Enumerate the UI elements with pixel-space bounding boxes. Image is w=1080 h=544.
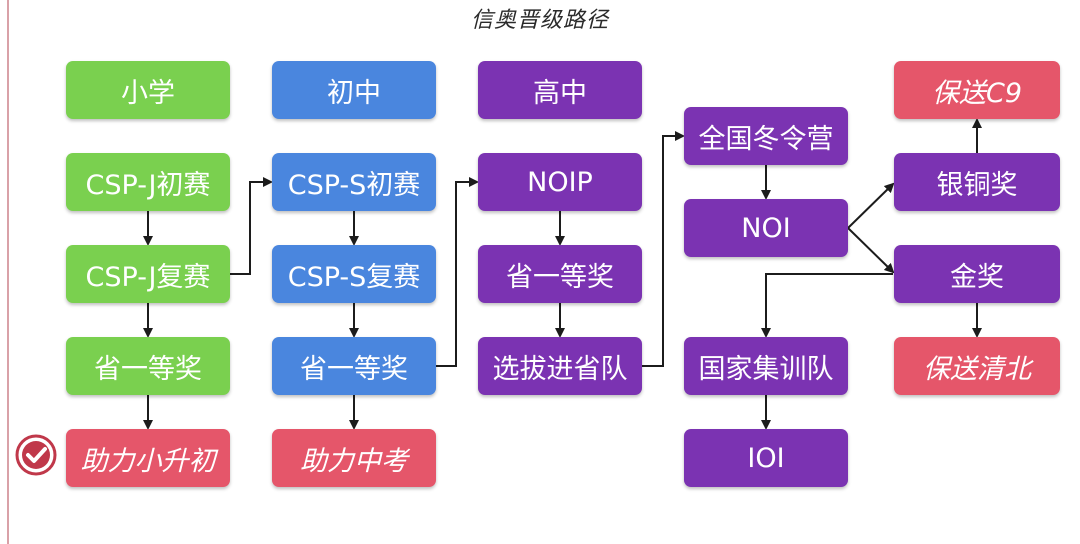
diagram-title: 信奥晋级路径 (470, 8, 609, 33)
primary-step-csp-j-preliminary: CSP-J初赛 (66, 153, 230, 211)
arrow-gold-to-training (761, 273, 893, 338)
arrow-primary-to-junior (230, 177, 273, 275)
outcome-tsinghua-pku: 保送清北 (894, 337, 1060, 395)
national-ioi: IOI (684, 429, 848, 487)
award-gold: 金奖 (894, 245, 1060, 303)
check-icon (15, 434, 57, 476)
arrow-noi-to-silver (847, 182, 895, 229)
national-winter-camp: 全国冬令营 (684, 107, 848, 165)
senior-step-provincial-first: 省一等奖 (478, 245, 642, 303)
senior-step-provincial-team: 选拔进省队 (478, 337, 642, 395)
junior-header: 初中 (272, 61, 436, 119)
primary-outcome: 助力小升初 (66, 429, 230, 487)
left-border-line (7, 0, 9, 544)
national-noi: NOI (684, 199, 848, 257)
primary-step-provincial-first: 省一等奖 (66, 337, 230, 395)
junior-step-csp-s-preliminary: CSP-S初赛 (272, 153, 436, 211)
arrow-senior-to-national (642, 131, 685, 367)
junior-step-provincial-first: 省一等奖 (272, 337, 436, 395)
senior-header: 高中 (478, 61, 642, 119)
award-silver-bronze: 银铜奖 (894, 153, 1060, 211)
senior-step-noip: NOIP (478, 153, 642, 211)
outcome-c9: 保送C9 (894, 61, 1060, 119)
junior-outcome: 助力中考 (272, 429, 436, 487)
arrow-noi-to-gold (847, 227, 895, 274)
arrow-junior-to-senior (436, 177, 479, 367)
primary-header: 小学 (66, 61, 230, 119)
national-training-team: 国家集训队 (684, 337, 848, 395)
primary-step-csp-j-final: CSP-J复赛 (66, 245, 230, 303)
junior-step-csp-s-final: CSP-S复赛 (272, 245, 436, 303)
